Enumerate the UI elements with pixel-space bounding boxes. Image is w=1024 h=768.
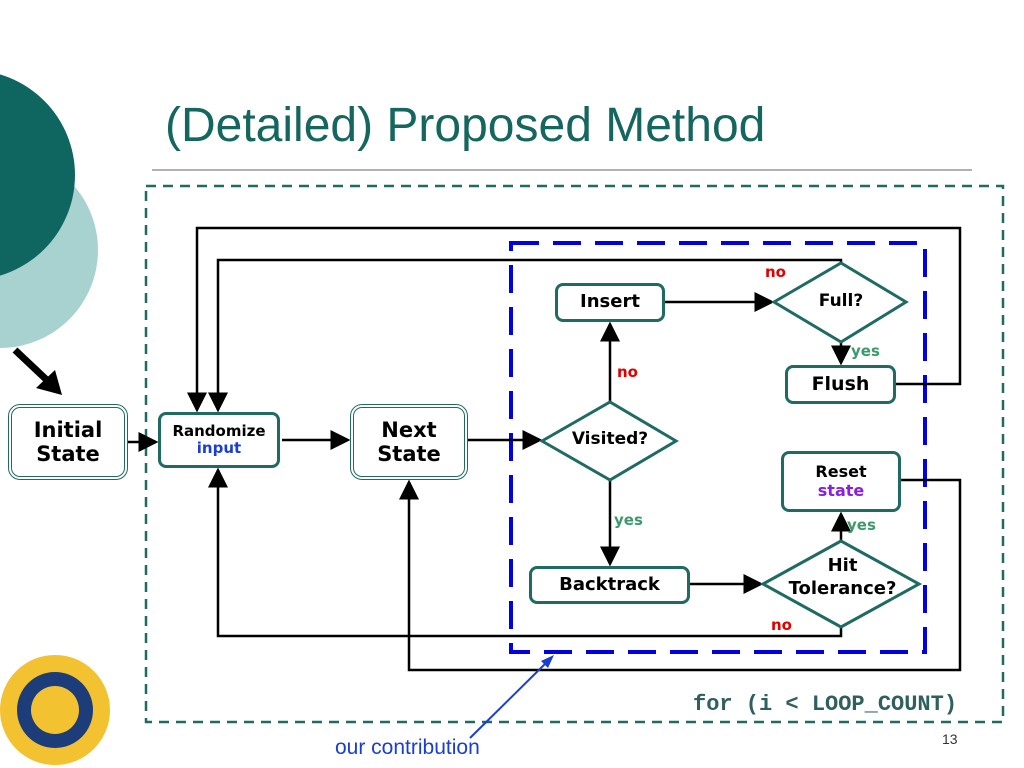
initial-state-label: Initial State [33, 417, 103, 466]
contribution-arrow [469, 659, 550, 739]
visited-yes-label: yes [614, 511, 643, 529]
contribution-arrow-head [541, 655, 554, 668]
randomize-node: Randomize input [158, 412, 280, 468]
hit-label: Hit [827, 555, 858, 576]
flush-label: Flush [811, 372, 870, 395]
reset-state-node: Reset state [781, 451, 901, 512]
flush-node: Flush [785, 365, 896, 404]
edge-flush-to-randomize [187, 226, 962, 413]
tolerance-label: Tolerance? [788, 577, 897, 599]
visited-diamond [538, 400, 679, 482]
contribution-boundary [509, 241, 927, 654]
visited-label: Visited? [571, 429, 649, 449]
hit-tolerance-diamond [759, 539, 923, 629]
initial-state-node: Initial State [8, 404, 128, 480]
contribution-label: our contribution [335, 736, 480, 759]
pointer-arrow-shaft [12, 347, 53, 386]
backtrack-node: Backtrack [529, 566, 690, 604]
loop-boundary [144, 184, 1005, 724]
next-state-node: Next State [350, 404, 468, 480]
randomize-label: Randomize [172, 421, 266, 440]
seal-center [31, 686, 79, 734]
edge-reset-to-next-state [399, 478, 962, 672]
full-label: Full? [818, 291, 864, 311]
edge-full-no-to-randomize [208, 258, 843, 413]
loop-label: for (i < LOOP_COUNT) [693, 692, 958, 717]
next-state-label: Next State [377, 417, 441, 466]
reset-label: Reset [815, 462, 867, 482]
page-number: 13 [942, 731, 958, 747]
insert-node: Insert [555, 283, 665, 322]
full-diamond [771, 261, 909, 344]
randomize-sub-label: input [196, 439, 242, 457]
edge-hit-no-to-randomize [208, 467, 843, 638]
decor-circle-dark [0, 74, 75, 276]
full-no-label: no [765, 263, 786, 281]
hit-tolerance-label: Hit Tolerance? [770, 555, 915, 600]
insert-label: Insert [580, 291, 640, 313]
slide-title: (Detailed) Proposed Method [165, 99, 766, 152]
backtrack-label: Backtrack [559, 573, 660, 595]
pointer-arrow-head [36, 370, 62, 395]
visited-no-label: no [617, 363, 638, 381]
full-yes-label: yes [851, 342, 880, 360]
reset-sub-label: state [817, 480, 865, 500]
hit-yes-label: yes [847, 516, 876, 534]
hit-no-label: no [771, 616, 792, 634]
